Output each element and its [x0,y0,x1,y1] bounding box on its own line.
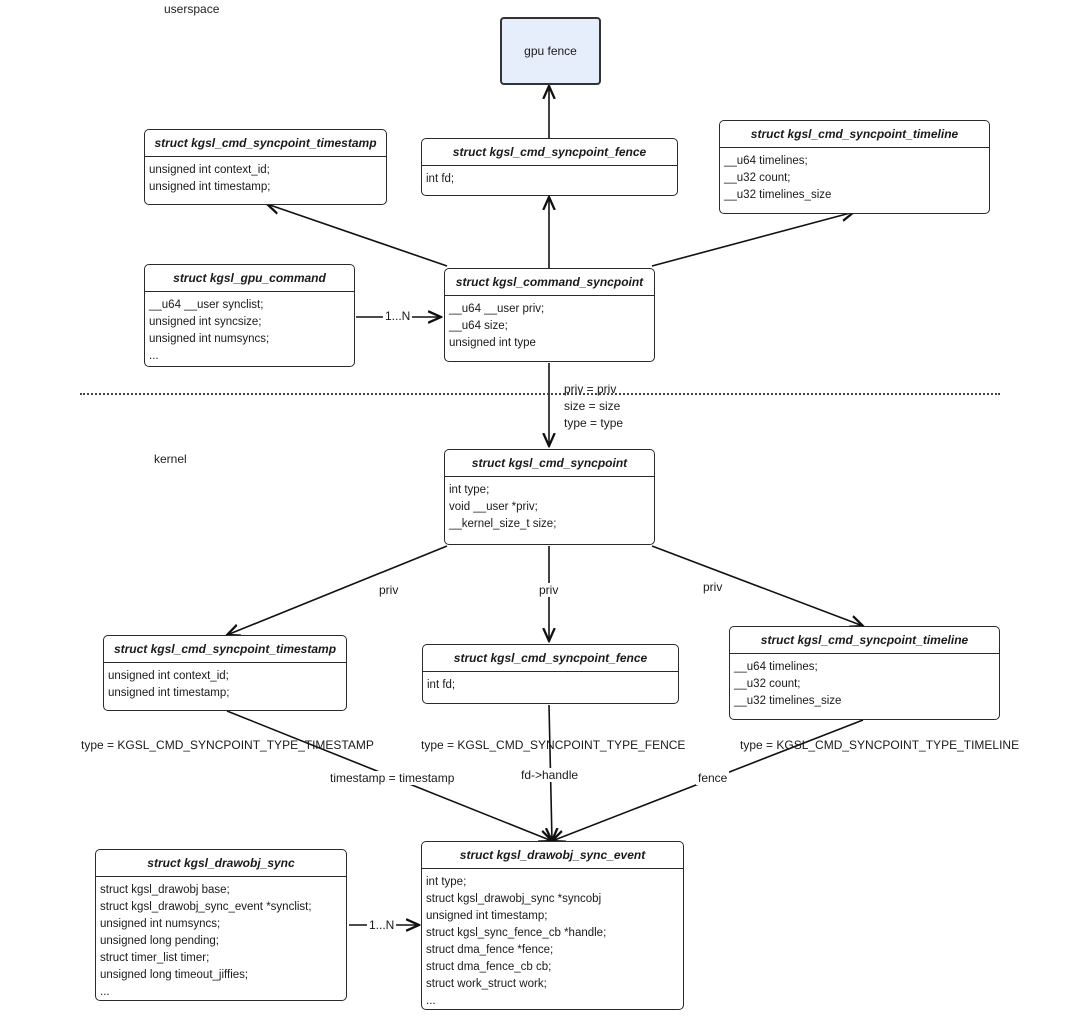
struct-field: struct kgsl_drawobj_sync_event *synclist… [100,901,312,913]
gpu-fence-node: gpu fence [500,17,601,85]
struct-field: unsigned int context_id; [108,670,229,682]
struct-field: ... [149,350,159,362]
struct-field: unsigned int timestamp; [426,910,548,922]
arrow-cmd-to-k-timeline [651,545,863,626]
struct-field: struct timer_list timer; [100,952,210,964]
struct-field: int fd; [427,679,456,691]
struct-field: __u32 timelines_size [734,695,842,707]
struct-field: struct dma_fence_cb cb; [426,961,552,973]
us-command-syncpoint-box: struct kgsl_command_syncpoint__u64 __use… [444,268,655,362]
priv-right-label: priv [701,580,725,594]
timestamp-assign-label: timestamp = timestamp [328,771,457,785]
struct-field: unsigned int timestamp; [108,687,230,699]
struct-field: struct kgsl_sync_fence_cb *handle; [426,927,607,939]
struct-fields: int type; void __user *priv; __kernel_size… [445,477,654,533]
one-to-n-label-top: 1...N [383,309,413,323]
struct-fields: int fd; [422,166,677,188]
type-timestamp-label: type = KGSL_CMD_SYNCPOINT_TYPE_TIMESTAMP [81,738,374,752]
struct-field: __u32 count; [734,678,801,690]
struct-fields: __u64 __user synclist; unsigned int syncs… [145,292,354,365]
one-to-n-label-bottom: 1...N [367,918,397,932]
struct-title: struct kgsl_drawobj_sync [96,850,346,877]
struct-fields: struct kgsl_drawobj base; struct kgsl_dra… [96,877,346,1000]
struct-title: struct kgsl_cmd_syncpoint_fence [423,645,678,672]
userspace-kernel-divider [80,393,1000,395]
k-syncpoint-timeline-box: struct kgsl_cmd_syncpoint_timeline__u64 … [729,626,1000,720]
struct-field: ... [426,995,436,1007]
gpu-fence-label: gpu fence [524,44,577,58]
struct-field: struct dma_fence *fence; [426,944,554,956]
type-fence-label: type = KGSL_CMD_SYNCPOINT_TYPE_FENCE [421,738,686,752]
struct-title: struct kgsl_cmd_syncpoint [445,450,654,477]
type-timeline-label: type = KGSL_CMD_SYNCPOINT_TYPE_TIMELINE [740,738,1020,752]
struct-title: struct kgsl_gpu_command [145,265,354,292]
struct-field: unsigned int timestamp; [149,181,271,193]
struct-field: int fd; [426,173,455,185]
struct-field: unsigned int context_id; [149,164,270,176]
us-syncpoint-timeline-box: struct kgsl_cmd_syncpoint_timeline__u64 … [719,120,990,214]
struct-fields: int type; struct kgsl_drawobj_sync *synco… [422,869,683,1009]
struct-field: struct work_struct work; [426,978,547,990]
struct-field: ... [100,986,110,998]
struct-fields: unsigned int context_id; unsigned int tim… [145,157,386,196]
struct-title: struct kgsl_cmd_syncpoint_timeline [720,121,989,148]
struct-field: __u64 timelines; [734,661,818,673]
priv-assign-label: priv = priv [564,382,617,396]
struct-field: struct kgsl_drawobj base; [100,884,230,896]
struct-field: __u64 timelines; [724,155,808,167]
arrow-cmd-to-k-timestamp [227,545,448,635]
struct-field: unsigned int numsyncs; [100,918,221,930]
priv-mid-label: priv [537,583,561,597]
struct-field: unsigned long pending; [100,935,219,947]
priv-left-label: priv [377,583,401,597]
struct-title: struct kgsl_cmd_syncpoint_timeline [730,627,999,654]
struct-fields: unsigned int context_id; unsigned int tim… [104,663,346,702]
struct-title: struct kgsl_cmd_syncpoint_timestamp [104,636,346,663]
fence-label: fence [696,771,730,785]
arrow-syncpoint-to-timeline [651,212,854,267]
struct-field: void __user *priv; [449,501,538,513]
struct-fields: __u64 timelines; __u32 count; __u32 timeli… [720,148,989,204]
type-assign-label: type = type [564,416,624,430]
fd-handle-label: fd->handle [519,768,581,782]
struct-field: unsigned int type [449,337,536,349]
struct-fields: __u64 __user priv; __u64 size; unsigned in… [445,296,654,352]
struct-field: __kernel_size_t size; [449,518,557,530]
struct-field: __u32 timelines_size [724,189,832,201]
struct-field: unsigned long timeout_jiffies; [100,969,249,981]
size-assign-label: size = size [564,399,621,413]
kernel-label: kernel [154,452,187,466]
struct-field: int type; [426,876,467,888]
struct-title: struct kgsl_drawobj_sync_event [422,842,683,869]
struct-field: __u64 size; [449,320,508,332]
struct-field: __u32 count; [724,172,791,184]
struct-field: __u64 __user priv; [449,303,545,315]
struct-title: struct kgsl_cmd_syncpoint_fence [422,139,677,166]
struct-fields: int fd; [423,672,678,694]
struct-field: unsigned int numsyncs; [149,333,270,345]
struct-field: unsigned int syncsize; [149,316,262,328]
struct-field: int type; [449,484,490,496]
us-gpu-command-box: struct kgsl_gpu_command__u64 __user sync… [144,264,355,367]
struct-fields: __u64 timelines; __u32 count; __u32 timeli… [730,654,999,710]
struct-field: struct kgsl_drawobj_sync *syncobj [426,893,602,905]
userspace-label: userspace [164,2,220,16]
struct-title: struct kgsl_cmd_syncpoint_timestamp [145,130,386,157]
arrow-syncpoint-to-timestamp [267,204,448,267]
struct-title: struct kgsl_command_syncpoint [445,269,654,296]
struct-field: __u64 __user synclist; [149,299,264,311]
